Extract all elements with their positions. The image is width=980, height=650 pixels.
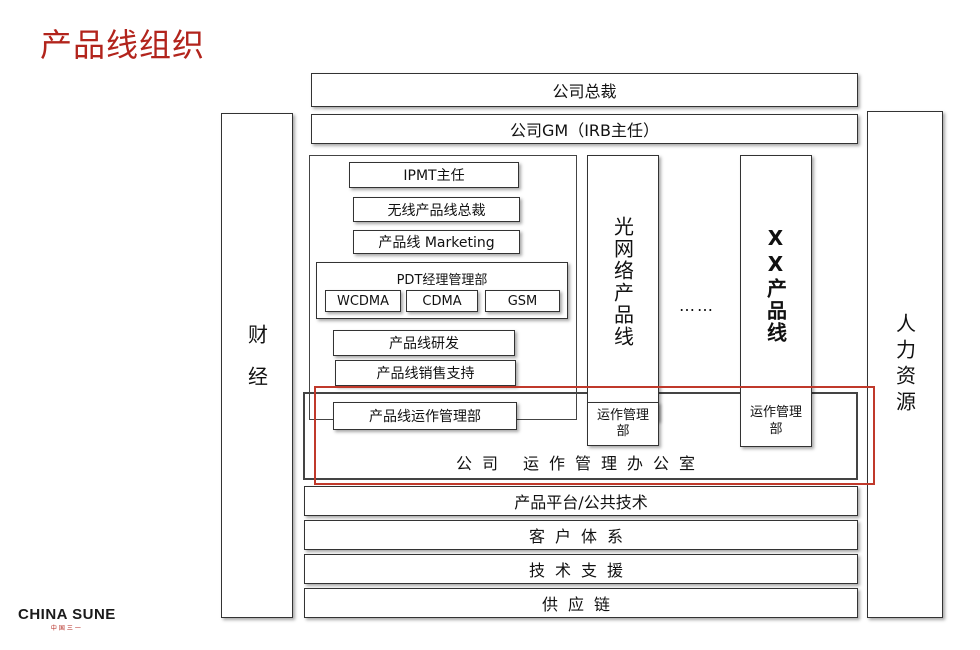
pdt-item-cdma: CDMA	[406, 290, 478, 312]
xx-ops-label: 运作管理部	[749, 405, 802, 437]
optical-ops-box: 运作管理部	[587, 402, 659, 446]
hr-label: 人力资源	[892, 312, 917, 417]
logo-text: CHINA SUNE	[18, 606, 116, 623]
xx-label: XX产品线	[763, 226, 788, 344]
highlight-rectangle	[314, 386, 875, 485]
wireless-president-box: 无线产品线总裁	[353, 197, 520, 222]
pdt-title: PDT经理管理部	[396, 273, 488, 288]
pdt-item-wcdma: WCDMA	[325, 290, 401, 312]
tech-support-box: 技术支援	[304, 554, 858, 584]
ipmt-box: IPMT主任	[349, 162, 519, 188]
optical-label: 光网络产品线	[610, 216, 635, 348]
sales-support-box: 产品线销售支持	[335, 360, 516, 386]
finance-label: 财经	[244, 323, 269, 408]
operations-office-frame	[303, 392, 858, 480]
product-line-ops-box: 产品线运作管理部	[333, 402, 517, 430]
page-title: 产品线组织	[40, 26, 206, 64]
rnd-box: 产品线研发	[333, 330, 515, 356]
operations-office-label: 公司 运作管理办公室	[455, 454, 706, 473]
xx-product-line: XX产品线	[740, 155, 812, 447]
hr-column: 人力资源	[867, 111, 943, 618]
company-logo: CHINA SUNE 中国三一	[18, 606, 116, 632]
platform-box: 产品平台/公共技术	[304, 486, 858, 516]
pdt-item-gsm: GSM	[485, 290, 560, 312]
ceo-box: 公司总裁	[311, 73, 858, 107]
logo-subtext: 中国三一	[50, 626, 83, 632]
optical-product-line: 光网络产品线	[587, 155, 659, 421]
ellipsis: ……	[679, 296, 715, 315]
customer-system-box: 客户体系	[304, 520, 858, 550]
marketing-box: 产品线 Marketing	[353, 230, 520, 254]
gm-box: 公司GM（IRB主任）	[311, 114, 858, 144]
supply-chain-box: 供应链	[304, 588, 858, 618]
finance-column: 财经	[221, 113, 293, 618]
